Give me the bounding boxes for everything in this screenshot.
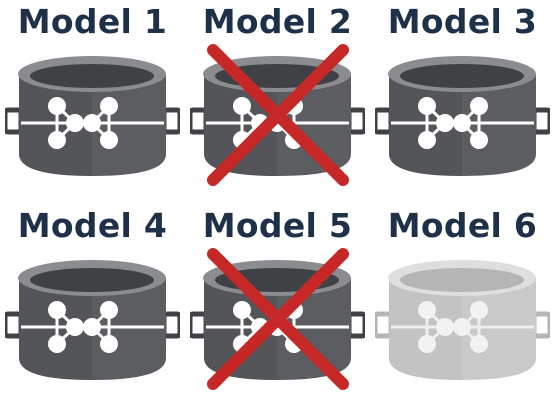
model-label: Model 2: [202, 2, 353, 41]
model-label: Model 6: [387, 206, 538, 245]
model-label: Model 3: [387, 2, 538, 41]
neural-network-drum-icon: [375, 256, 550, 386]
model-label: Model 1: [17, 2, 168, 41]
neural-network-drum-icon: [190, 52, 365, 182]
model-card-5: Model 5: [185, 204, 370, 408]
neural-network-drum-icon: [190, 256, 365, 386]
neural-network-drum-icon: [5, 52, 180, 182]
model-label: Model 5: [202, 206, 353, 245]
neural-network-drum-icon: [375, 52, 550, 182]
model-card-6: Model 6: [370, 204, 555, 408]
neural-network-drum-icon: [5, 256, 180, 386]
model-card-4: Model 4: [0, 204, 185, 408]
model-label: Model 4: [17, 206, 168, 245]
model-card-2: Model 2: [185, 0, 370, 204]
model-card-1: Model 1: [0, 0, 185, 204]
model-card-3: Model 3: [370, 0, 555, 204]
